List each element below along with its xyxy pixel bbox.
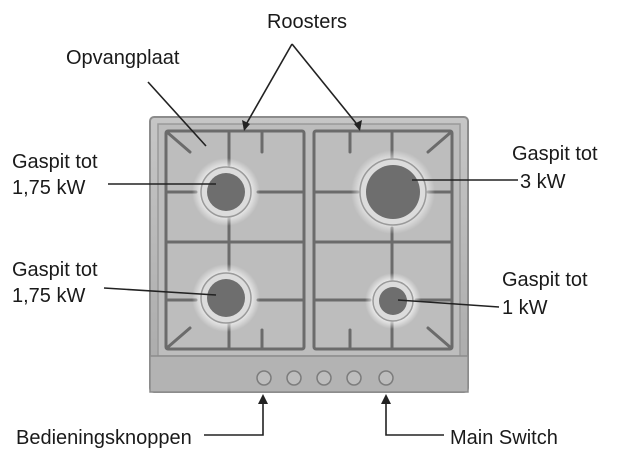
label-burner-top-right-line1: Gaspit tot [512, 143, 598, 165]
control-knobs [256, 370, 394, 386]
label-burner-bottom-right-line1: Gaspit tot [502, 269, 588, 291]
label-burner-top-left-line2: 1,75 kW [12, 177, 85, 199]
burner-bottom-left [192, 264, 260, 332]
label-bedieningsknoppen: Bedieningsknoppen [16, 427, 192, 449]
label-burner-bottom-right-line2: 1 kW [502, 297, 548, 319]
main-switch-knob[interactable] [378, 370, 394, 386]
leader-arrowheads [242, 120, 391, 404]
hob-plate [149, 116, 469, 393]
knob-1[interactable] [256, 370, 272, 386]
label-burner-top-left-line1: Gaspit tot [12, 151, 98, 173]
knob-4[interactable] [346, 370, 362, 386]
label-opvangplaat: Opvangplaat [66, 47, 180, 69]
burner-bottom-right [365, 273, 421, 329]
label-burner-bottom-left-line1: Gaspit tot [12, 259, 98, 281]
burner-top-left [192, 158, 260, 226]
label-burner-bottom-left-line2: 1,75 kW [12, 285, 85, 307]
label-roosters: Roosters [267, 11, 347, 33]
label-burner-top-right-line2: 3 kW [520, 171, 566, 193]
grate-right [312, 129, 454, 351]
grate-left [164, 129, 306, 351]
leader-lines [103, 43, 518, 436]
label-main-switch: Main Switch [450, 427, 558, 449]
burner-top-right [351, 150, 435, 234]
knob-2[interactable] [286, 370, 302, 386]
knob-3[interactable] [316, 370, 332, 386]
